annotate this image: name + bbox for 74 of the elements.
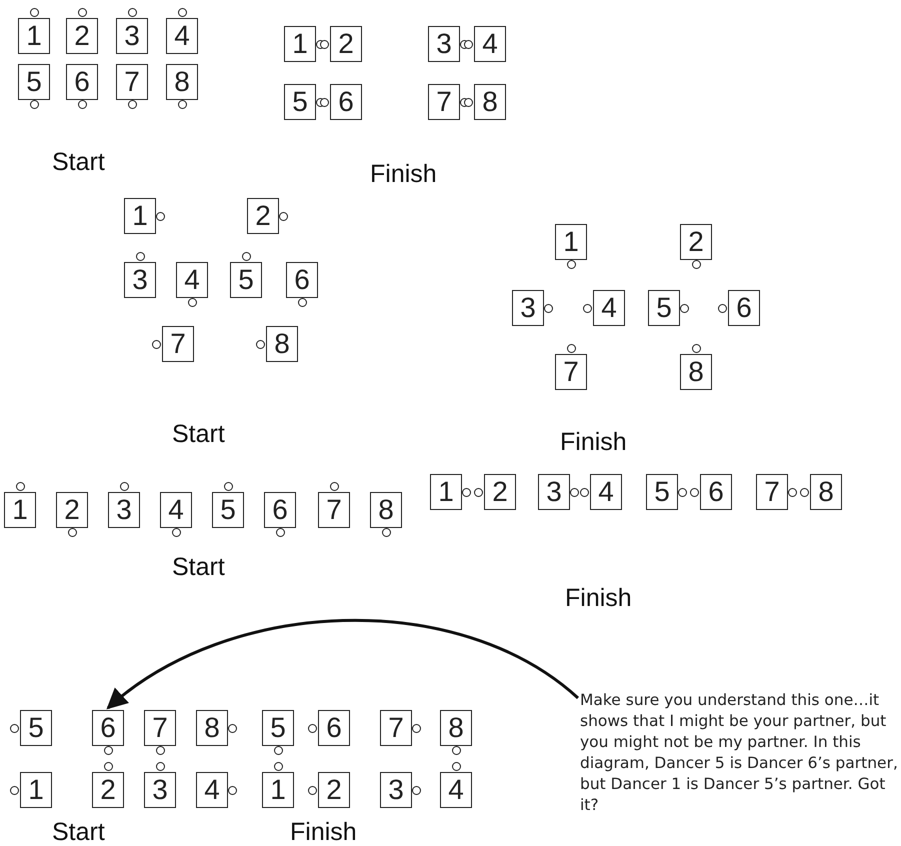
dancer-box: 7 [318, 492, 350, 528]
dancer-box: 7 [555, 354, 587, 390]
note-text: Make sure you understand this one…it shows that I might be your partner, but you might not be my partner. In this diagram, Dancer 5 is Dancer 6’s partner, but Dancer 1 is Dancer 5’s partner. Got it? [580, 690, 898, 816]
dancer-box: 8 [370, 492, 402, 528]
dancer-box: 6 [318, 710, 350, 746]
formation-caption: Finish [370, 160, 437, 189]
dancer-box: 5 [648, 290, 680, 326]
dancer-box: 7 [756, 474, 788, 510]
dancer-box: 4 [196, 772, 228, 808]
dancer-box: 3 [538, 474, 570, 510]
dancer-box: 8 [166, 64, 198, 100]
dancer-box: 5 [230, 262, 262, 298]
dancer-box: 2 [680, 224, 712, 260]
dancer-box: 1 [124, 198, 156, 234]
dancer-box: 4 [176, 262, 208, 298]
dancer-box: 8 [266, 326, 298, 362]
formation-caption: Start [172, 420, 225, 449]
dancer-box: 2 [66, 18, 98, 54]
dancer-box: 7 [380, 710, 412, 746]
dancer-box: 7 [144, 710, 176, 746]
dancer-box: 3 [144, 772, 176, 808]
dancer-box: 1 [555, 224, 587, 260]
dancer-box: 4 [474, 26, 506, 62]
dancer-box: 6 [728, 290, 760, 326]
dancer-box: 5 [646, 474, 678, 510]
formation-caption: Finish [560, 428, 627, 457]
dancer-box: 6 [92, 710, 124, 746]
dancer-box: 6 [286, 262, 318, 298]
formation-caption: Start [52, 148, 105, 177]
dancer-box: 1 [430, 474, 462, 510]
dancer-box: 2 [56, 492, 88, 528]
dancer-box: 7 [428, 84, 460, 120]
dancer-box: 5 [18, 64, 50, 100]
dancer-box: 1 [284, 26, 316, 62]
dancer-box: 2 [484, 474, 516, 510]
dancer-box: 2 [92, 772, 124, 808]
dancer-box: 3 [512, 290, 544, 326]
formation-caption: Finish [290, 818, 357, 846]
dancer-box: 4 [590, 474, 622, 510]
formation-caption: Finish [565, 584, 632, 613]
dancer-box: 1 [4, 492, 36, 528]
dancer-box: 6 [264, 492, 296, 528]
dancer-box: 3 [108, 492, 140, 528]
dancer-box: 2 [318, 772, 350, 808]
dancer-box: 8 [680, 354, 712, 390]
curved-arrow [106, 619, 579, 710]
dancer-box: 7 [162, 326, 194, 362]
dancer-box: 4 [160, 492, 192, 528]
dancer-box: 5 [284, 84, 316, 120]
dancer-box: 8 [196, 710, 228, 746]
dancer-box: 8 [440, 710, 472, 746]
dancer-box: 8 [474, 84, 506, 120]
dancer-box: 2 [247, 198, 279, 234]
dancer-box: 4 [593, 290, 625, 326]
formation-caption: Start [172, 553, 225, 582]
dancer-box: 5 [20, 710, 52, 746]
dancer-box: 4 [166, 18, 198, 54]
dancer-box: 3 [116, 18, 148, 54]
dancer-box: 2 [330, 26, 362, 62]
dancer-box: 6 [700, 474, 732, 510]
dancer-box: 3 [380, 772, 412, 808]
dancer-box: 7 [116, 64, 148, 100]
dancer-box: 5 [212, 492, 244, 528]
dancer-box: 5 [262, 710, 294, 746]
dancer-box: 1 [20, 772, 52, 808]
dancer-box: 4 [440, 772, 472, 808]
dancer-box: 6 [66, 64, 98, 100]
dancer-box: 6 [330, 84, 362, 120]
dancer-box: 1 [262, 772, 294, 808]
formation-caption: Start [52, 818, 105, 846]
dancer-box: 1 [18, 18, 50, 54]
dancer-box: 3 [124, 262, 156, 298]
dancer-box: 3 [428, 26, 460, 62]
dancer-box: 8 [810, 474, 842, 510]
